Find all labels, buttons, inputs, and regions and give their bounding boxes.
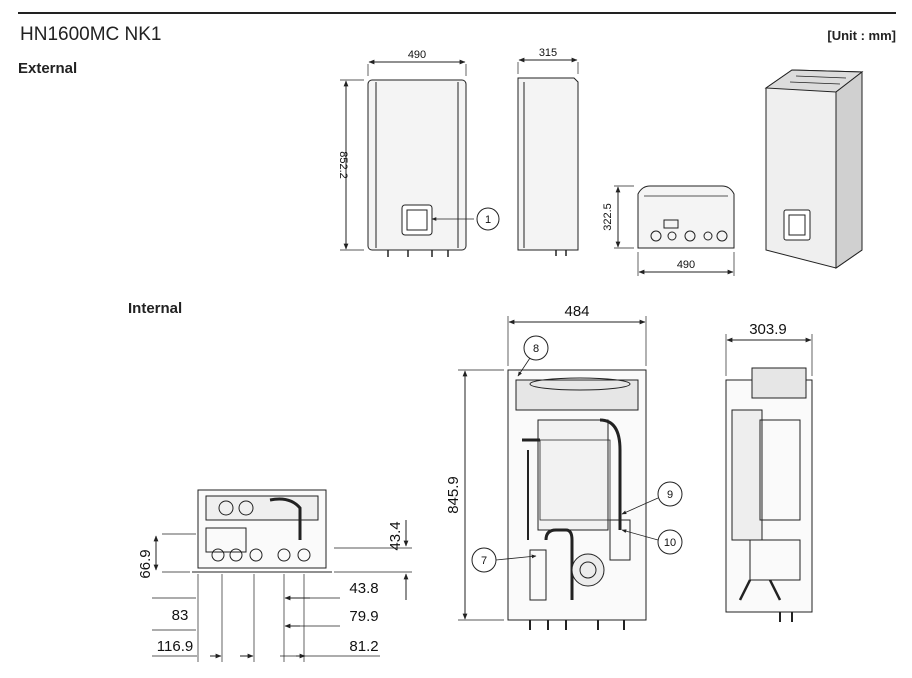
internal-dimension-labels: 484 845.9 303.9 66.9 43.4 83 116.9 43.8 …: [137, 303, 787, 655]
callout-8: 8: [533, 343, 539, 355]
dimension-labels: 490 852.2 315 322.5 490: [337, 47, 695, 271]
callout-7: 7: [481, 555, 487, 567]
callout-10: 10: [664, 537, 676, 549]
dim-ext-side-depth: 315: [539, 47, 557, 59]
internal-bottom-view: [152, 489, 412, 662]
dim-ext-front-width: 490: [408, 49, 426, 61]
section-internal: Internal: [128, 300, 183, 317]
dim-int-w1: 83: [172, 607, 189, 624]
callout-1: 1: [485, 214, 491, 226]
dim-ext-bottom-height: 322.5: [602, 203, 614, 231]
dim-int-height: 845.9: [445, 476, 462, 514]
dim-int-h2: 43.4: [387, 521, 404, 550]
dim-int-w3: 43.8: [349, 580, 378, 597]
section-external: External: [18, 60, 78, 77]
dim-int-width: 484: [564, 303, 589, 320]
dim-int-w4: 79.9: [349, 608, 378, 625]
callout-9: 9: [667, 489, 673, 501]
dim-int-w5: 81.2: [349, 638, 378, 655]
top-rule: [18, 12, 896, 14]
unit-label: [Unit : mm]: [827, 28, 896, 43]
external-bottom-view: [614, 185, 735, 276]
dim-ext-front-height: 852.2: [337, 151, 349, 179]
external-front-view: [340, 59, 500, 257]
internal-side-view: [725, 334, 813, 622]
internal-front-view: [458, 316, 683, 630]
dim-ext-bottom-width: 490: [677, 259, 695, 271]
callout-numbers: 1 8 9 10 7: [481, 214, 676, 567]
model-title: HN1600MC NK1: [20, 24, 162, 45]
external-3d-view: [764, 69, 864, 269]
dim-int-h1: 66.9: [137, 549, 154, 578]
dim-int-w2: 116.9: [157, 638, 193, 655]
dim-int-side-depth: 303.9: [749, 321, 787, 338]
external-side-view: [517, 57, 579, 256]
